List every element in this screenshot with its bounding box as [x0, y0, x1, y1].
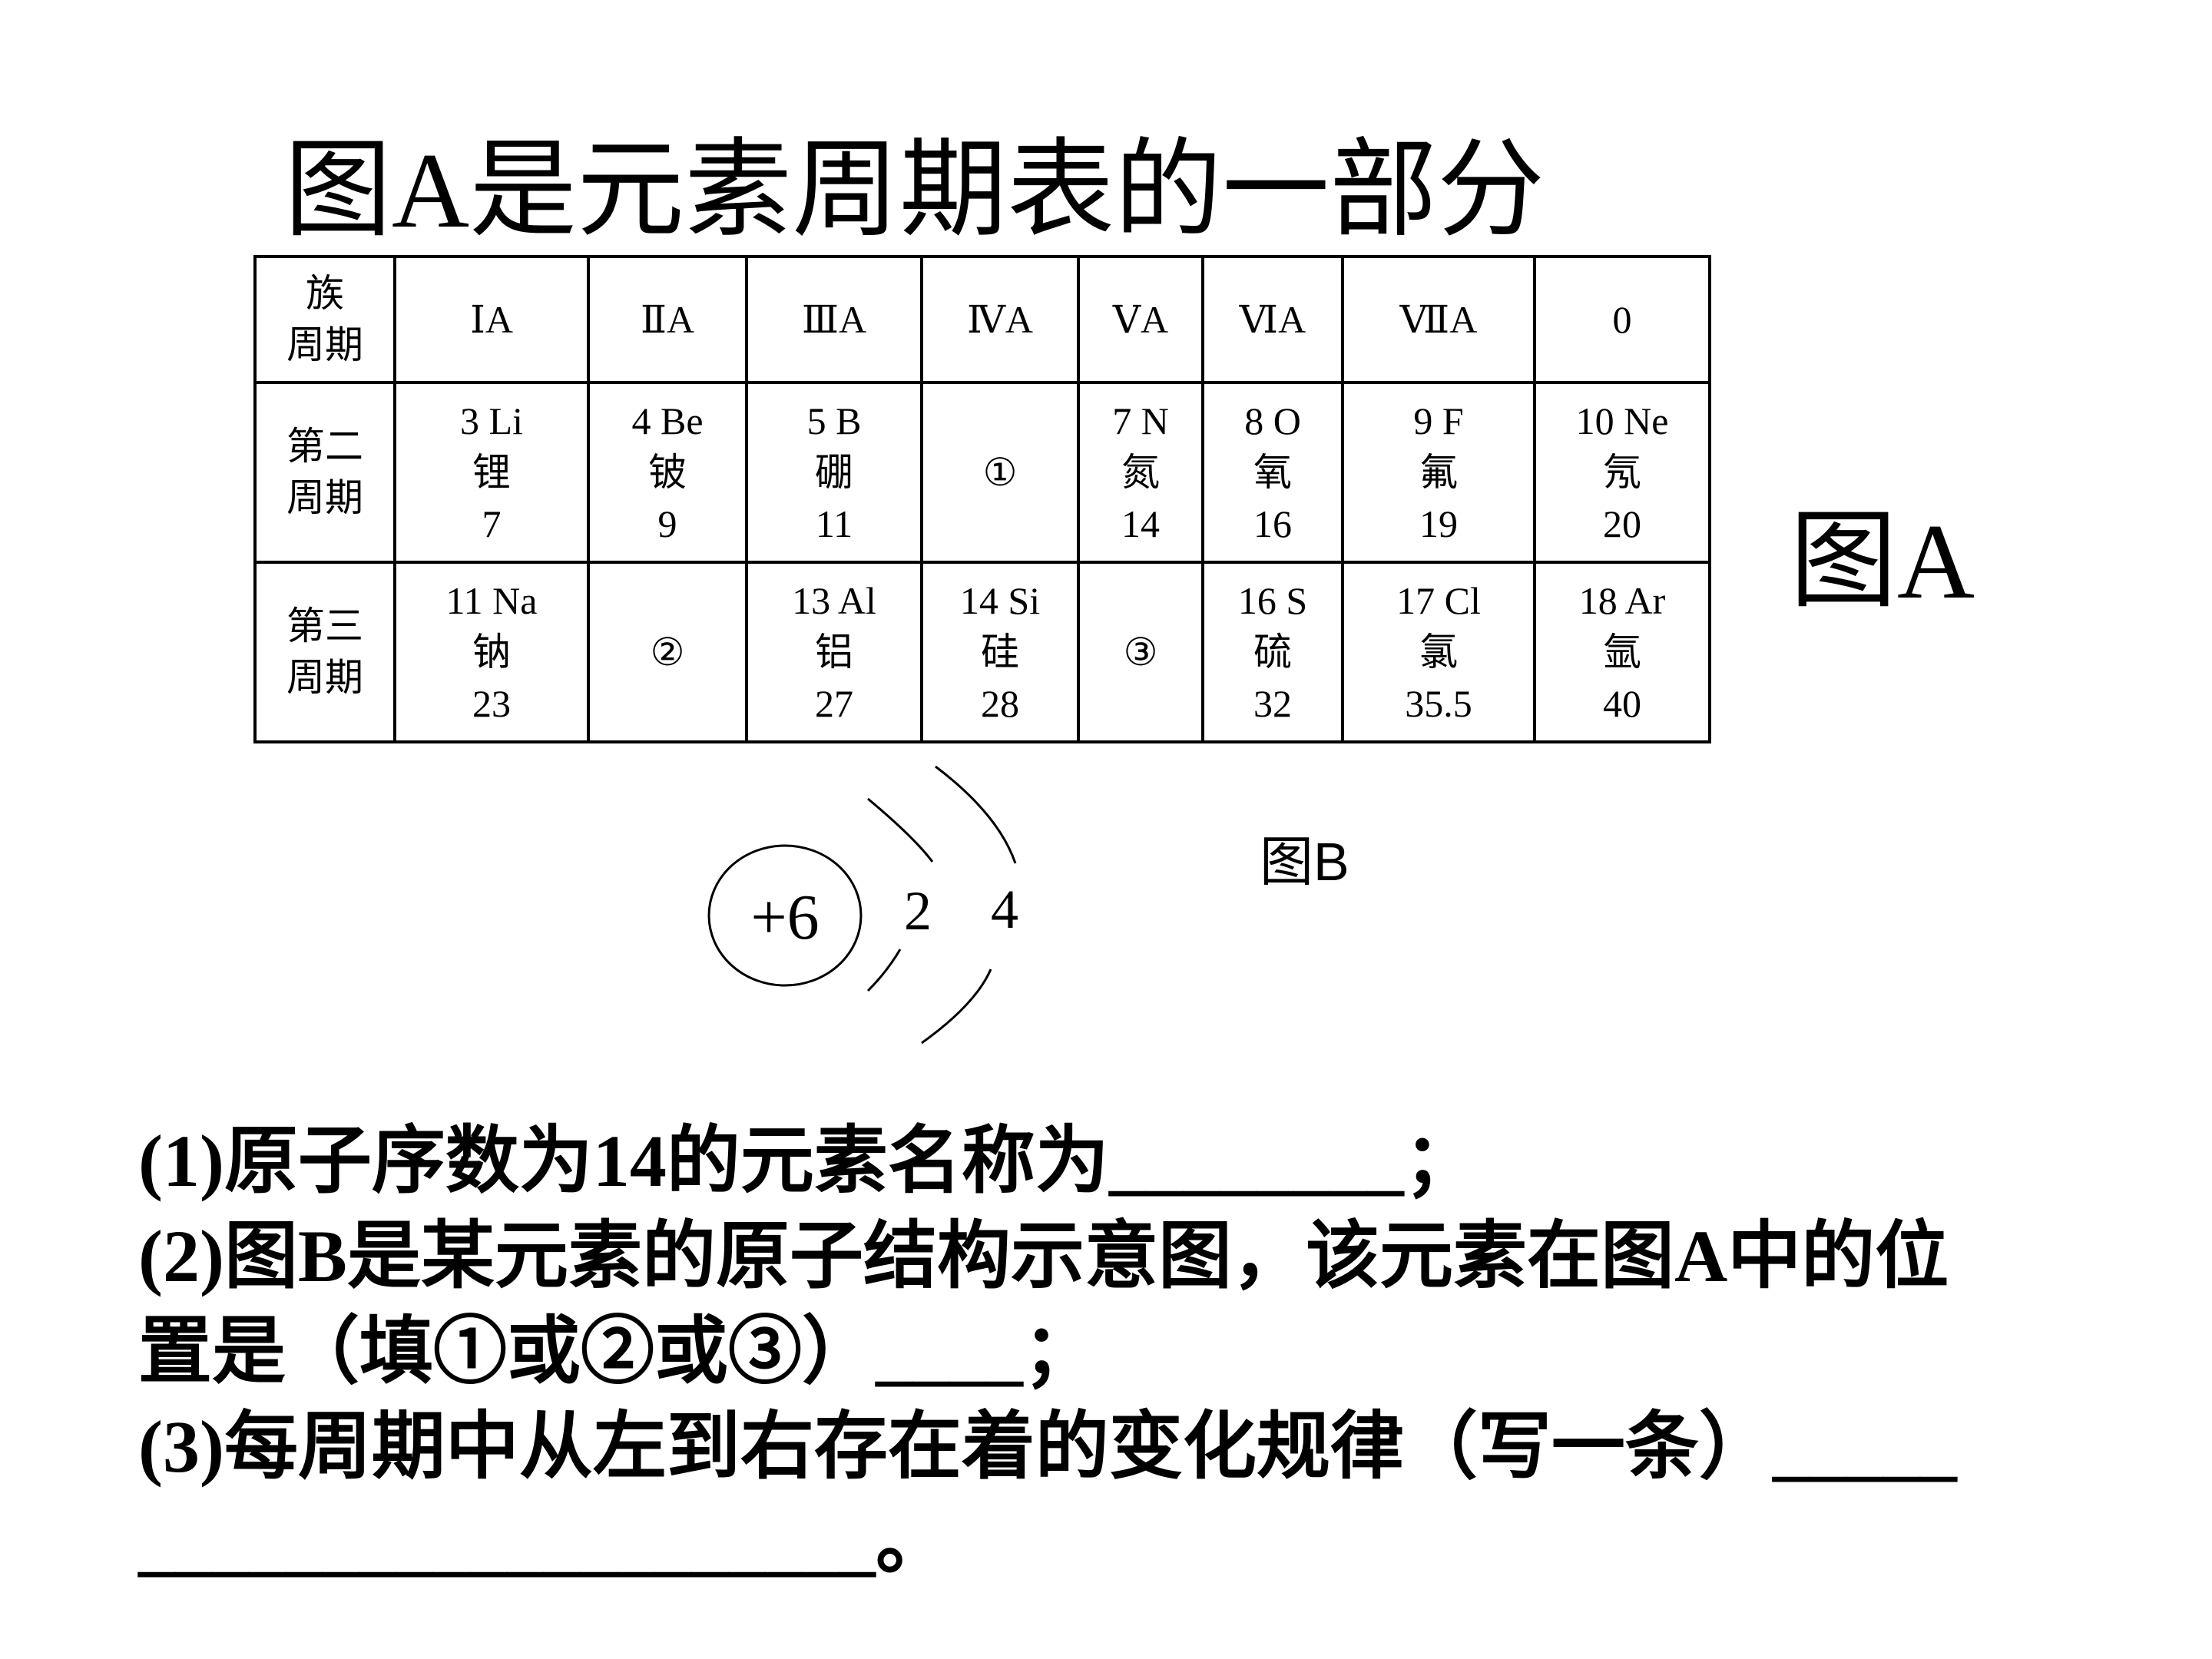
inner-shell-electrons: 2 [904, 880, 932, 942]
group-header: ⅠA [393, 255, 590, 384]
question-1: (1)原子序数为14的元素名称为________； [138, 1120, 1478, 1202]
outer-shell-arc [935, 765, 1017, 864]
group-header: ⅦA [1341, 255, 1536, 384]
figure-b-label: 图B [1260, 832, 1349, 892]
group-header: ⅢA [745, 255, 923, 384]
group-header: 0 [1533, 255, 1711, 384]
figure-a-label: 图A [1790, 502, 1975, 621]
outer-shell-electrons: 4 [991, 879, 1018, 940]
question-text: (1)原子序数为14的元素名称为________； (2)图B是某元素的原子结构… [138, 1114, 2166, 1590]
group-header: ⅤA [1077, 255, 1204, 384]
group-header: ⅡA [587, 255, 748, 384]
nucleus-circle [707, 844, 863, 987]
page-title: 图A是元素周期表的一部分 [284, 131, 1545, 250]
blank-position-cell: ③ [1077, 561, 1204, 743]
group-header-row: 族 周期 ⅠA ⅡA ⅢA ⅣA ⅤA ⅥA ⅦA 0 [253, 255, 1711, 384]
inner-shell-arc [867, 797, 934, 863]
period-label: 第二 周期 [253, 381, 396, 564]
question-2-line-1: (2)图B是某元素的原子结构示意图，该元素在图A中的位 [138, 1215, 1949, 1297]
nucleus-charge: +6 [750, 882, 819, 953]
group-header: ⅣA [920, 255, 1080, 384]
blank-position-cell: ② [587, 561, 748, 743]
group-header: ⅥA [1201, 255, 1344, 384]
question-3-line-2: ____________________。 [138, 1501, 949, 1583]
period-label: 第三 周期 [253, 561, 396, 743]
inner-shell-arc [866, 949, 902, 992]
question-3-line-1: (3)每周期中从左到右存在着的变化规律（写一条）_____ [138, 1406, 1957, 1488]
blank-position-cell: ① [920, 381, 1080, 564]
outer-shell-arc [921, 969, 992, 1045]
corner-cell: 族 周期 [253, 255, 396, 384]
question-2-line-2: 置是（填①或②或③）____； [138, 1310, 1097, 1392]
